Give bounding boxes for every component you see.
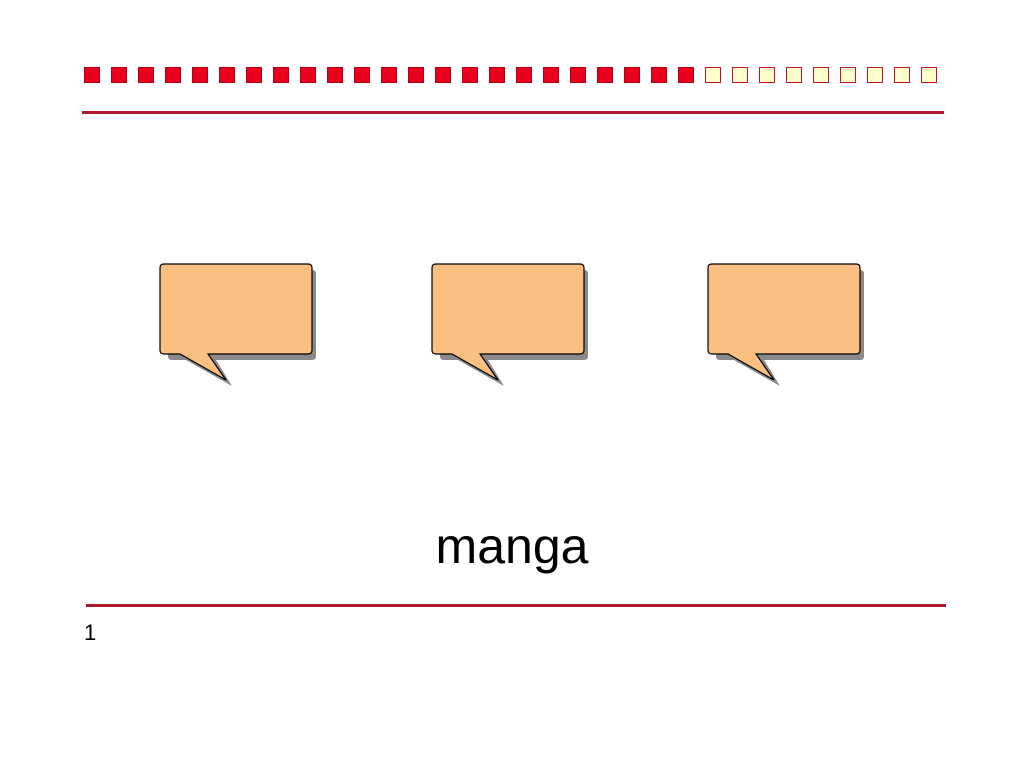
progress-square-filled: [651, 67, 667, 83]
progress-square-empty: [894, 67, 910, 83]
progress-square-filled: [462, 67, 478, 83]
progress-square-empty: [867, 67, 883, 83]
progress-square-filled: [246, 67, 262, 83]
progress-square-filled: [354, 67, 370, 83]
progress-square-empty: [705, 67, 721, 83]
top-divider: [82, 111, 944, 114]
progress-square-empty: [759, 67, 775, 83]
progress-square-filled: [408, 67, 424, 83]
progress-square-filled: [273, 67, 289, 83]
bottom-divider: [86, 604, 946, 607]
progress-square-empty: [786, 67, 802, 83]
progress-square-filled: [516, 67, 532, 83]
progress-square-filled: [435, 67, 451, 83]
progress-square-filled: [570, 67, 586, 83]
speech-bubble-2: [428, 260, 598, 390]
slide-number: 1: [84, 620, 97, 645]
progress-square-empty: [840, 67, 856, 83]
progress-square-filled: [219, 67, 235, 83]
progress-square-filled: [300, 67, 316, 83]
progress-square-filled: [678, 67, 694, 83]
progress-square-filled: [543, 67, 559, 83]
progress-square-empty: [921, 67, 937, 83]
slide-word: manga: [435, 518, 589, 574]
progress-square-filled: [489, 67, 505, 83]
progress-square-filled: [327, 67, 343, 83]
progress-square-filled: [138, 67, 154, 83]
progress-square-filled: [165, 67, 181, 83]
progress-square-filled: [624, 67, 640, 83]
progress-square-filled: [192, 67, 208, 83]
progress-square-empty: [732, 67, 748, 83]
progress-square-filled: [84, 67, 100, 83]
progress-square-filled: [381, 67, 397, 83]
speech-bubble-3: [704, 260, 874, 390]
speech-bubble-1: [156, 260, 326, 390]
progress-square-empty: [813, 67, 829, 83]
progress-square-filled: [597, 67, 613, 83]
progress-square-filled: [111, 67, 127, 83]
